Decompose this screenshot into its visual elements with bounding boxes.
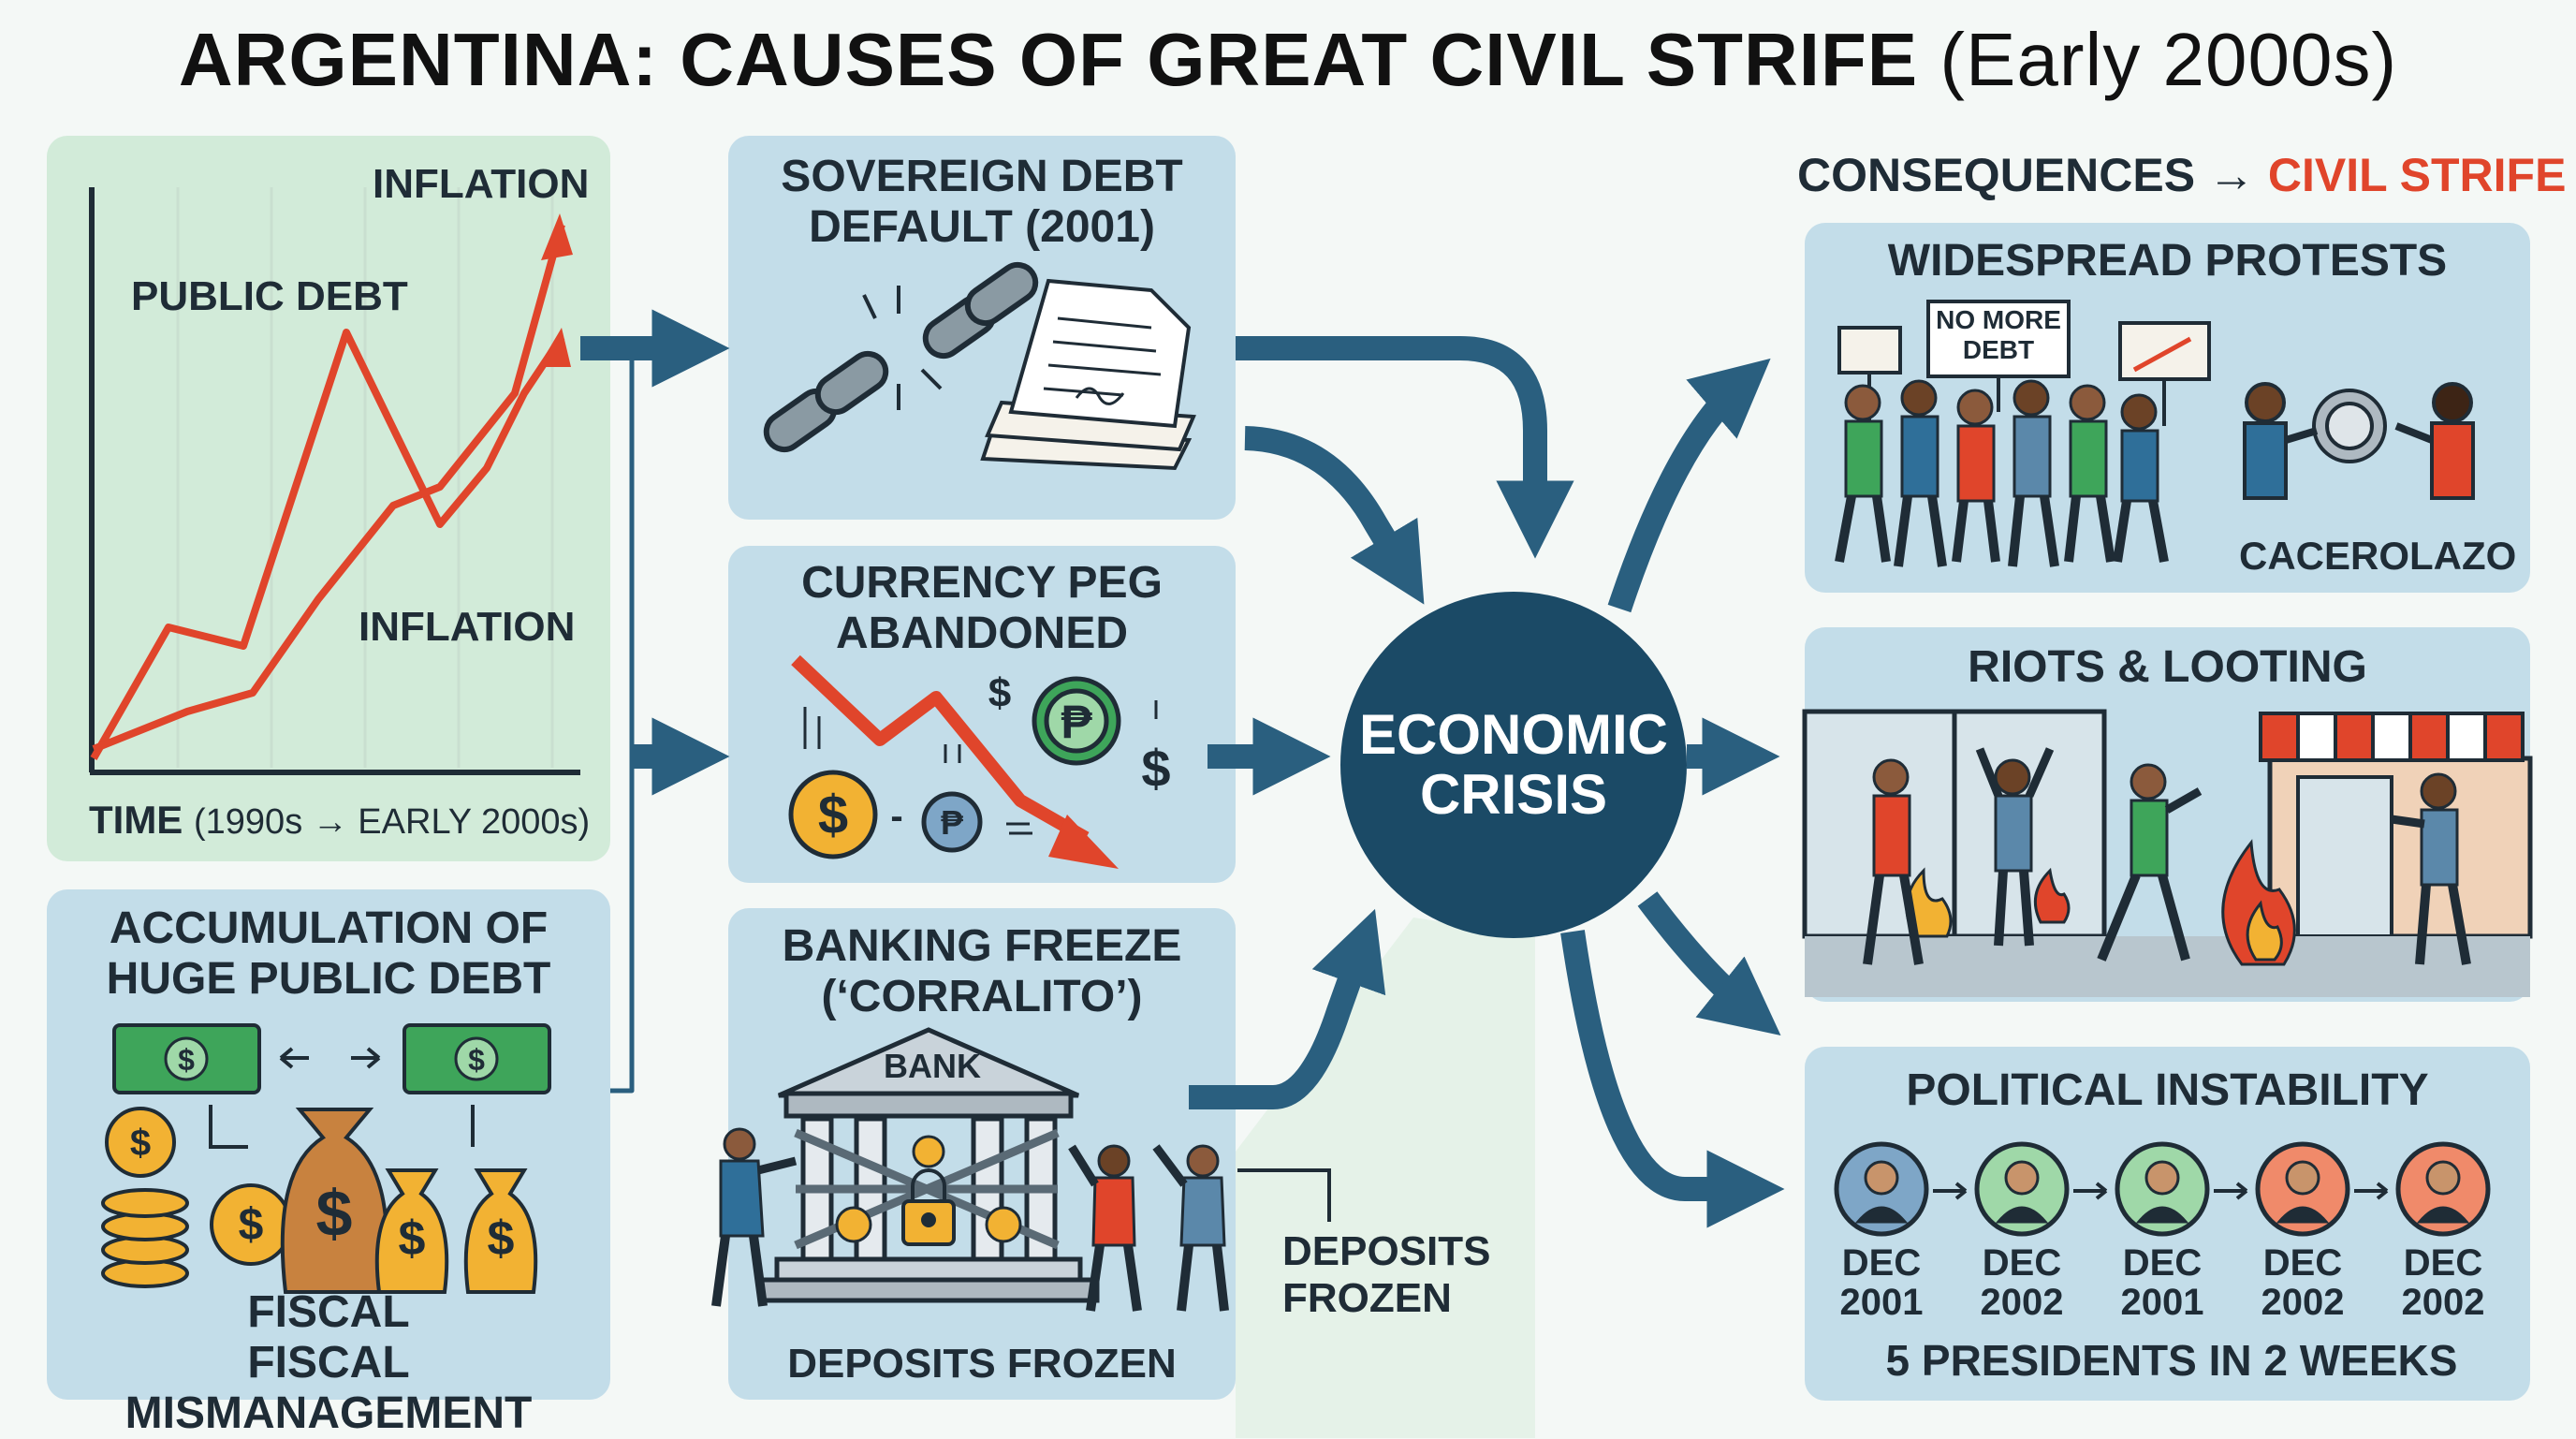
title-sub: (Early 2000s) [1939, 18, 2398, 101]
protests-title: WIDESPREAD PROTESTS [1887, 236, 2448, 286]
arrow-crisis-instability [1560, 930, 1785, 1228]
arrow-bank-crisis [1189, 908, 1386, 1109]
arrow-default-crisis [1236, 336, 1574, 559]
svg-text:$: $ [239, 1200, 264, 1250]
default-title: SOVEREIGN DEBT DEFAULT (2001) [781, 152, 1183, 252]
person-icon [1854, 1160, 2470, 1224]
arrow-crisis-riots-2 [1637, 891, 1781, 1035]
cacerolazo-caption: CACEROLAZO [2239, 534, 2517, 578]
label-inflation-mid: INFLATION [359, 604, 576, 650]
money-bag-icon [280, 1108, 538, 1294]
fire-icon [1905, 839, 2296, 966]
time-axis-label: TIME (1990s → EARLY 2000s) [89, 798, 590, 843]
president-icons [1834, 1141, 2491, 1237]
president-4-date: DEC 2002 [2261, 1242, 2345, 1323]
trend-chart-panel [47, 136, 610, 861]
svg-text:$: $ [178, 1043, 195, 1077]
peso-icon: ₱ [1061, 696, 1092, 748]
person-icon [711, 1127, 798, 1307]
svg-text:$: $ [1141, 739, 1170, 798]
falling-arrow [791, 654, 1090, 844]
svg-text:$: $ [468, 1043, 485, 1077]
svg-text:$: $ [316, 1177, 353, 1250]
document-icon [980, 278, 1196, 471]
bank-sign: BANK [884, 1047, 981, 1085]
svg-text:$: $ [130, 1123, 151, 1164]
president-5-date: DEC 2002 [2401, 1242, 2485, 1323]
label-inflation-top: INFLATION [373, 161, 590, 207]
padlock-icon [901, 1168, 956, 1246]
arrow-default-crisis-2 [1244, 426, 1425, 605]
arrow-crisis-protests [1607, 358, 1771, 613]
consequences-heading: CONSEQUENCES → CIVIL STRIFE [1797, 149, 2567, 201]
label-public-debt: PUBLIC DEBT [131, 273, 408, 319]
bank-title: BANKING FREEZE (‘CORRALITO’) [782, 921, 1182, 1021]
bank-footer: DEPOSITS FROZEN [787, 1341, 1177, 1387]
fiscal-footer: FISCAL FISCAL MISMANAGEMENT [124, 1287, 533, 1438]
public-debt-line [90, 329, 565, 760]
economic-crisis-node: ECONOMIC CRISIS [1340, 592, 1687, 938]
arrow-head-icon [1048, 815, 1119, 869]
svg-text:$: $ [488, 1211, 515, 1266]
no-more-debt-sign [1926, 300, 2071, 378]
coin-icon [101, 1107, 292, 1288]
money-bag-icon [835, 1135, 1022, 1243]
presidents-footer: 5 PRESIDENTS IN 2 WEEKS [1885, 1336, 2458, 1385]
president-3-date: DEC 2001 [2120, 1242, 2204, 1323]
protest-crowd [1835, 379, 2169, 567]
pot-icon [2243, 382, 2475, 500]
peso-icon: ₱ [941, 803, 964, 842]
svg-text:$: $ [399, 1211, 426, 1266]
title-main: ARGENTINA: CAUSES OF GREAT CIVIL STRIFE [178, 18, 1919, 101]
riots-title: RIOTS & LOOTING [1968, 642, 2367, 692]
president-2-date: DEC 2002 [1980, 1242, 2064, 1323]
svg-text:$: $ [988, 670, 1011, 716]
no-more-debt-text: NO MORE DEBT [1936, 305, 2061, 364]
svg-text:$: $ [818, 785, 848, 845]
banknote-icon [112, 1023, 261, 1094]
person-icon [1152, 1144, 1229, 1312]
person-icon [1068, 1144, 1142, 1312]
arrow-head-icon [538, 328, 571, 367]
arrow-head-icon [541, 213, 573, 260]
coin-icon [788, 676, 1121, 859]
person-icon [1863, 747, 2471, 965]
civil-strife-label: CIVIL STRIFE [2267, 149, 2567, 201]
president-1-date: DEC 2001 [1839, 1242, 1924, 1323]
svg-text:-: - [890, 796, 902, 837]
deposits-side-note: DEPOSITS FROZEN [1282, 1228, 1491, 1321]
banknote-icon [402, 1023, 551, 1094]
public-debt-title: ACCUMULATION OF HUGE PUBLIC DEBT [106, 903, 551, 1004]
page-title: ARGENTINA: CAUSES OF GREAT CIVIL STRIFE … [0, 17, 2576, 103]
time-axis-rest: (1990s → EARLY 2000s) [194, 802, 591, 842]
broken-chain-icon [763, 261, 1039, 453]
inflation-line [92, 223, 565, 753]
time-axis-bold: TIME [89, 798, 183, 842]
instability-title: POLITICAL INSTABILITY [1906, 1065, 2429, 1115]
peg-title: CURRENCY PEG ABANDONED [801, 558, 1163, 658]
